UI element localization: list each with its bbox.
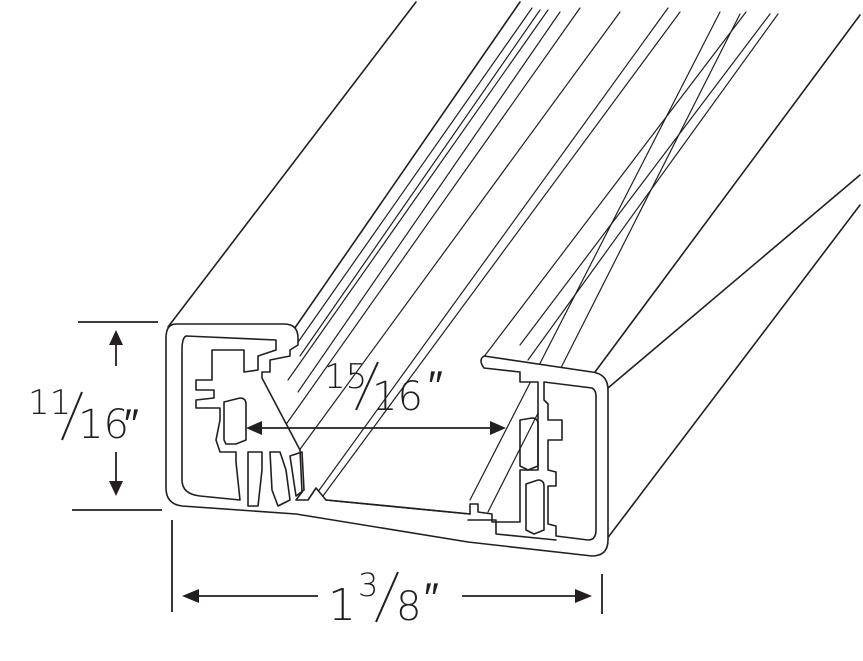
overall-width-arrow-right <box>575 589 592 603</box>
overall-width-label: 1 3 8 ″ <box>328 566 439 631</box>
left-lip-groove-2 <box>299 9 541 357</box>
inner-width-denominator: 16 <box>372 374 423 420</box>
right-slot-upper <box>519 417 539 471</box>
profile-inner-contour <box>181 335 277 501</box>
inner-width-label: 15 16 ″ <box>324 357 443 420</box>
left-outer-edge <box>167 1 417 328</box>
height-label: 11 16 ″ <box>28 383 139 448</box>
left-lip-groove-4 <box>297 11 561 393</box>
overall-width-denominator: 8 <box>396 584 421 630</box>
channel-floor <box>325 499 471 515</box>
right-bottom-edge <box>599 204 861 549</box>
cross-section <box>165 323 609 557</box>
left-slot-upper <box>223 397 247 445</box>
channel-line-5 <box>469 11 721 501</box>
right-inner-contour <box>543 381 597 541</box>
height-denominator: 16 <box>78 402 129 448</box>
height-numerator: 11 <box>28 383 71 423</box>
channel-line-6 <box>487 13 741 513</box>
left-clip <box>269 451 291 507</box>
overall-width-numerator: 3 <box>358 566 378 604</box>
height-arrow-down <box>109 481 123 496</box>
inner-width-arrow-right <box>490 421 506 435</box>
channel-line-1 <box>267 7 581 451</box>
right-lip-groove-2 <box>519 13 771 346</box>
left-top-face-edge <box>289 1 521 336</box>
overall-width-unit: ″ <box>424 573 439 622</box>
overall-width-dimension: 1 3 8 ″ <box>171 520 603 631</box>
channel-line-2 <box>297 11 621 453</box>
height-arrow-up <box>109 330 123 345</box>
channel-line-3 <box>311 7 669 501</box>
left-lip-groove-3 <box>287 9 549 381</box>
height-fraction-slash <box>61 391 83 441</box>
profile-outer-contour <box>165 323 609 557</box>
inner-width-numerator: 15 <box>324 357 367 397</box>
overall-width-whole: 1 <box>328 580 356 631</box>
inner-width-dimension: 15 16 ″ <box>246 357 506 435</box>
channel-line-4 <box>319 11 681 501</box>
right-lip-groove-3 <box>527 13 779 361</box>
inner-width-arrow-left <box>246 421 262 435</box>
right-lip-groove-1 <box>482 11 747 359</box>
extrusion-body <box>167 1 861 549</box>
left-slot-lower <box>247 451 263 507</box>
left-clip-wall <box>289 451 305 497</box>
inner-width-fraction-slash <box>355 361 379 411</box>
overall-width-fraction-slash <box>375 571 399 623</box>
right-top-face-edge <box>594 14 861 373</box>
right-outer-edge <box>607 174 861 389</box>
height-unit: ″ <box>124 399 139 448</box>
right-floor-step <box>467 519 557 541</box>
left-lip-groove-1 <box>295 7 533 346</box>
right-slot-lower <box>525 479 545 535</box>
height-dimension: 11 16 ″ <box>28 321 162 511</box>
overall-width-arrow-left <box>182 589 199 603</box>
inner-width-unit: ″ <box>428 361 443 410</box>
